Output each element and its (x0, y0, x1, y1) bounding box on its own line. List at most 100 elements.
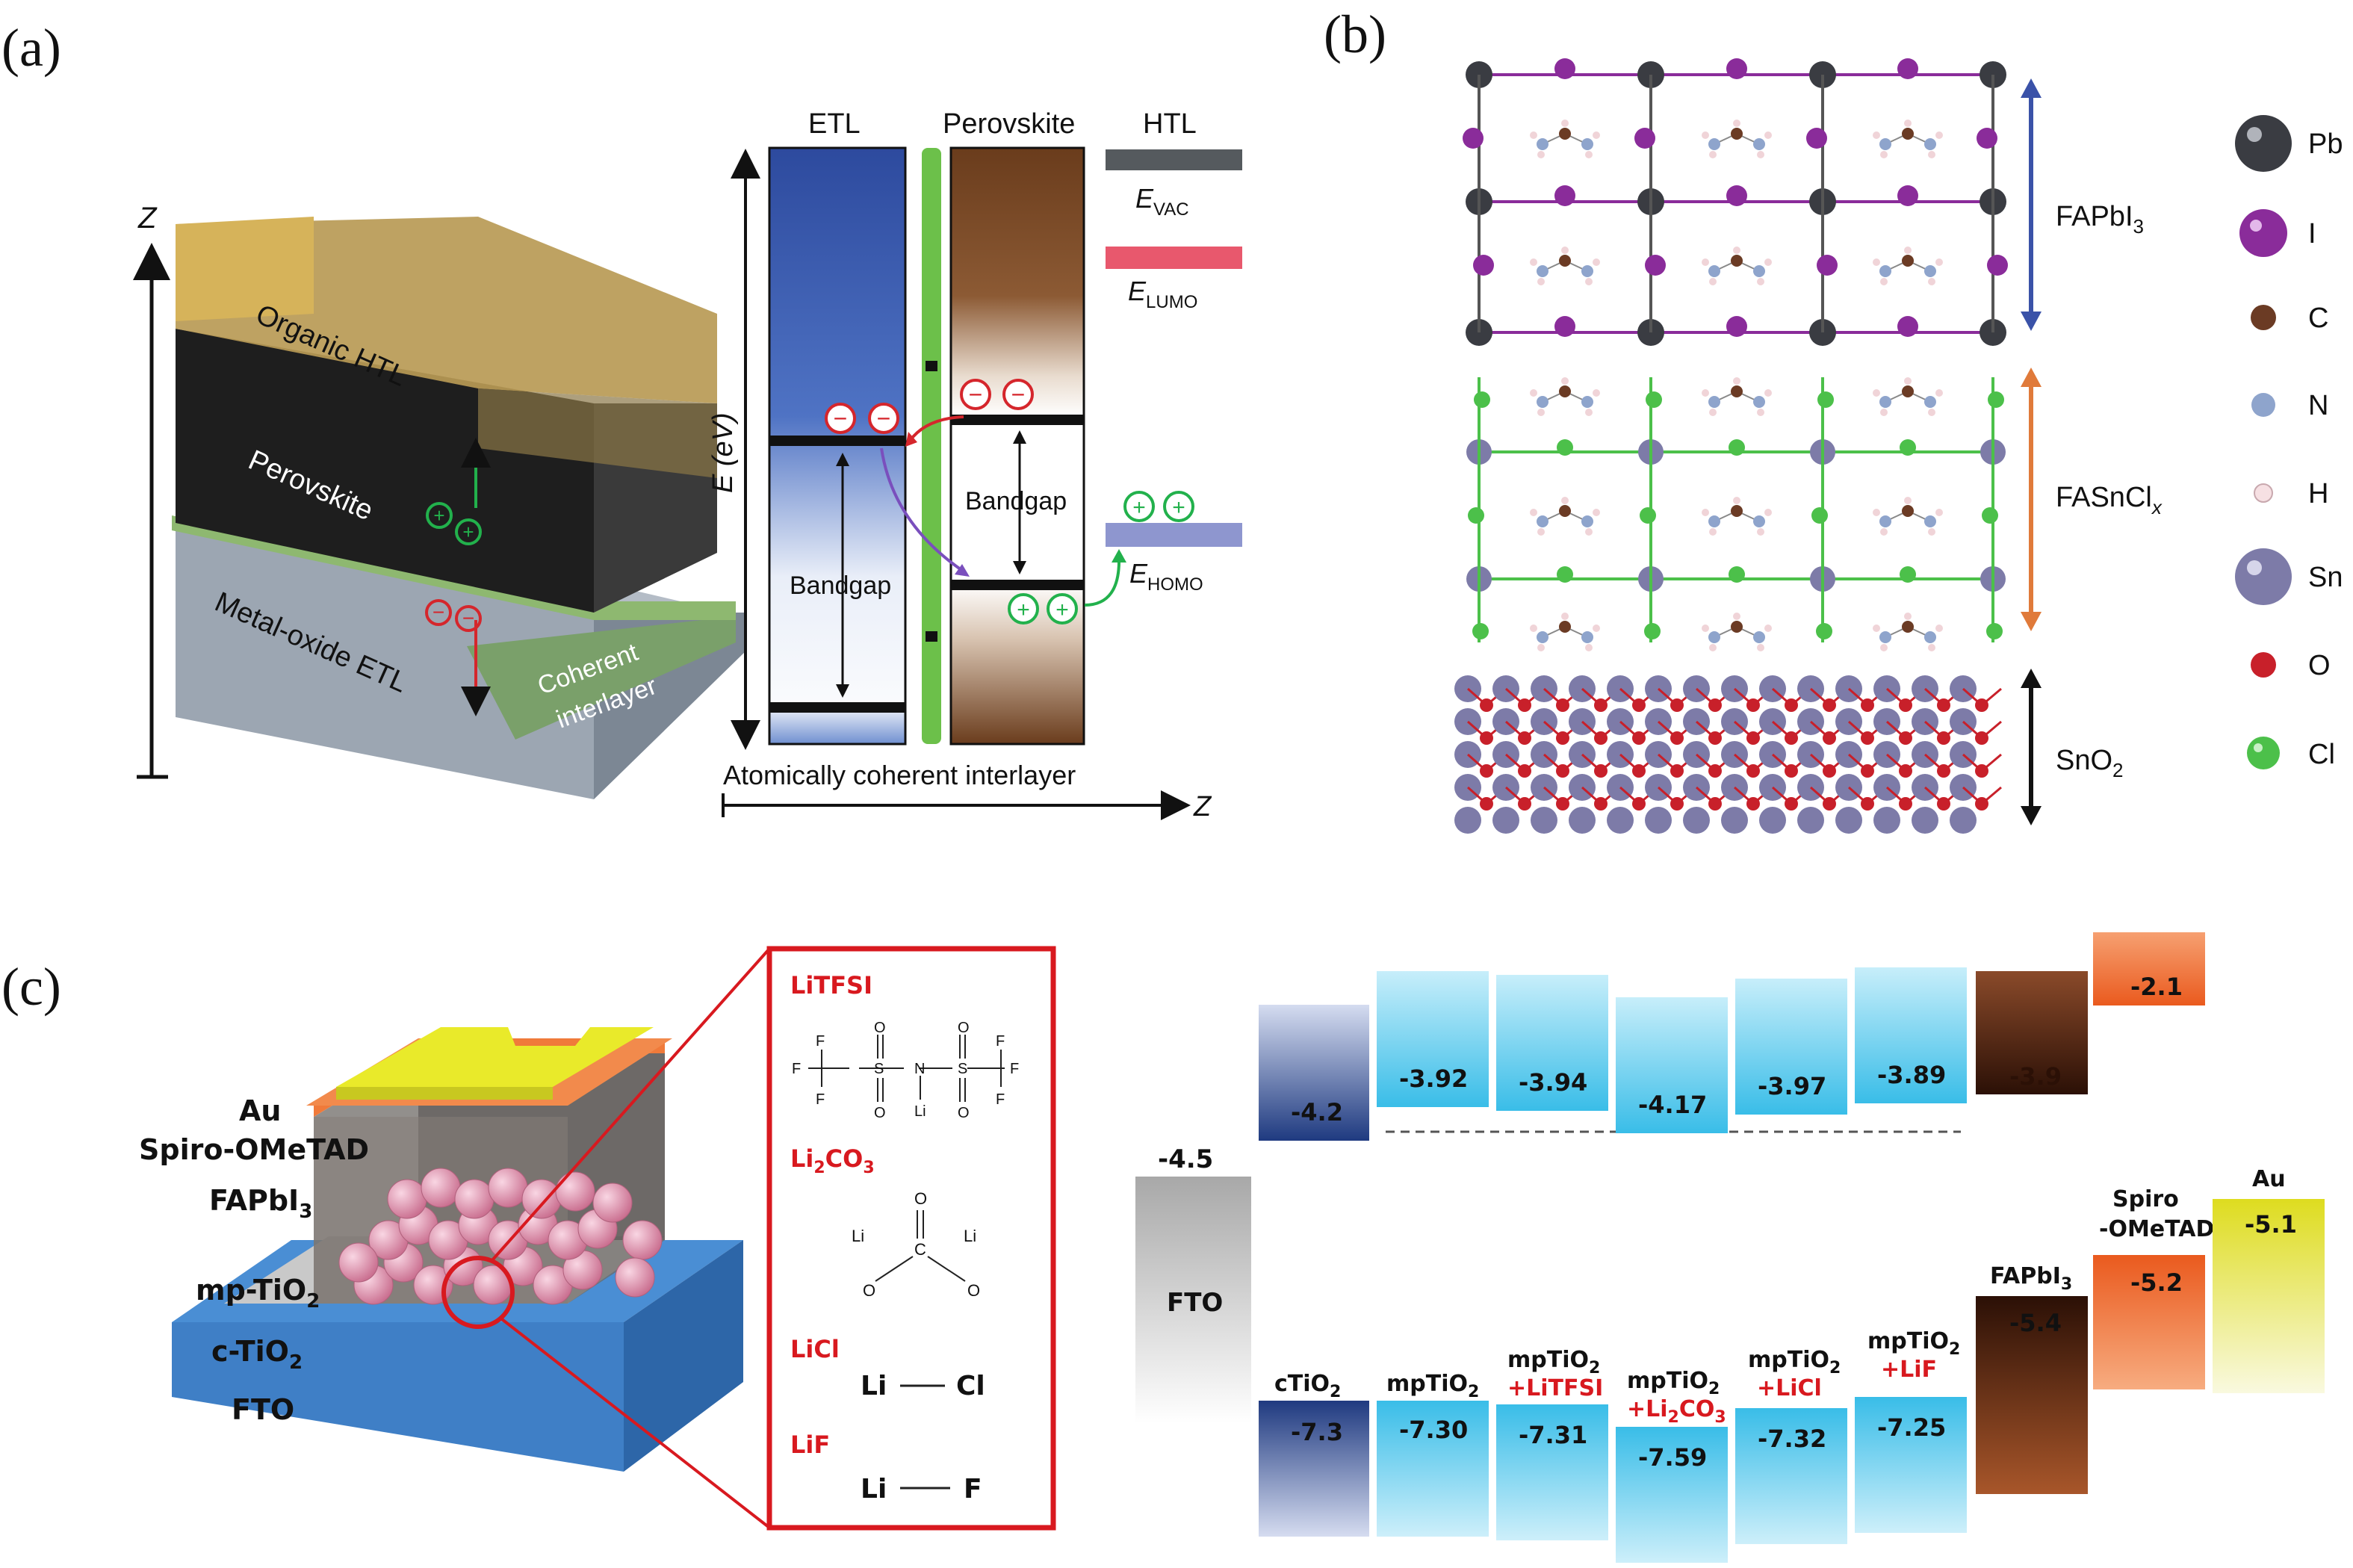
panel-label-c: (c) (1, 957, 61, 1017)
band-col-htl: HTL (1143, 108, 1197, 140)
panel-c-energy: -4.5 FTO -4.2 -7.3 cTiO2 -3.92 -7.30 mpT… (1135, 932, 2325, 1563)
band-col-perovskite: Perovskite (943, 108, 1075, 140)
legend-o: O (2308, 650, 2331, 681)
svg-text:+: + (1055, 598, 1069, 622)
ctio2-name: cTiO2 (1274, 1371, 1341, 1401)
svg-text:+: + (1017, 598, 1030, 622)
stack-z-label: Z (137, 202, 158, 235)
device-au: Au (239, 1094, 281, 1127)
li2co3-name-2: +Li2CO3 (1627, 1396, 1726, 1427)
panel-a-stack: Z Organic HTL Perovskite Metal-oxide ETL… (133, 202, 747, 799)
lif-lumo: -3.89 (1877, 1061, 1946, 1089)
licl-name-2: +LiCl (1757, 1375, 1822, 1401)
au-name: Au (2252, 1166, 2286, 1192)
svg-text:F: F (1010, 1061, 1019, 1077)
svg-text:O: O (967, 1281, 980, 1300)
legend-n: N (2308, 390, 2328, 421)
band-col-etl: ETL (808, 108, 861, 140)
svg-text:C: C (914, 1240, 926, 1259)
mp-lumo: -3.92 (1399, 1065, 1468, 1093)
svg-text:Li: Li (964, 1227, 976, 1245)
tfsi-structure: F F F S O O N Li S O O F F F (792, 1020, 1019, 1121)
svg-text:Li: Li (914, 1103, 926, 1120)
legend-c: C (2308, 303, 2328, 334)
panel-c-chem: LiTFSI F F F S O O N Li S O (766, 946, 1056, 1531)
legend-evac: EVAC (1135, 183, 1189, 220)
panel-label-a: (a) (1, 18, 61, 78)
device-fto: FTO (232, 1393, 294, 1426)
li2co3-homo: -7.59 (1638, 1443, 1707, 1472)
li2co3-name-1: mpTiO2 (1627, 1368, 1720, 1398)
mp-homo: -7.30 (1399, 1416, 1468, 1444)
svg-text:F: F (816, 1091, 825, 1108)
spiro-homo: -5.2 (2130, 1268, 2183, 1297)
svg-text:O: O (914, 1189, 927, 1208)
region-fasnclx: FASnClx (2056, 482, 2163, 518)
svg-text:−: − (433, 601, 444, 624)
spiro-name-1: Spiro (2112, 1186, 2179, 1212)
region-fapbi3: FAPbI3 (2056, 201, 2144, 238)
panel-label-b: (b) (1324, 4, 1386, 64)
svg-text:F: F (996, 1033, 1005, 1050)
x-axis-label: Atomically coherent interlayer (723, 760, 1076, 790)
spiro-name-2: -OMeTAD (2099, 1216, 2214, 1242)
licl-li: Li (861, 1371, 887, 1401)
fapbi3-lumo: -3.9 (2009, 1062, 2062, 1091)
svg-text:−: − (969, 381, 983, 408)
energy-axis-label: E (eV) (707, 412, 739, 493)
legend-elumo: ELUMO (1128, 276, 1197, 312)
licl-homo: -7.32 (1758, 1425, 1826, 1453)
mp-name: mpTiO2 (1386, 1371, 1479, 1401)
svg-text:−: − (1011, 381, 1026, 408)
fapbi3-homo: -5.4 (2009, 1309, 2062, 1337)
svg-text:F: F (996, 1091, 1005, 1108)
lif-homo: -7.25 (1877, 1413, 1946, 1442)
litfsi-homo: -7.31 (1519, 1421, 1587, 1449)
litfsi-name-1: mpTiO2 (1507, 1347, 1600, 1378)
au-level: -5.1 (2245, 1210, 2297, 1239)
device-mp-tio2: mp-TiO2 (196, 1274, 320, 1313)
svg-text:O: O (958, 1020, 970, 1036)
svg-text:N: N (914, 1061, 925, 1077)
fapbi3-name: FAPbI3 (1990, 1263, 2072, 1294)
lif-name-2: +LiF (1881, 1357, 1937, 1383)
panel-c-device: Au Spiro-OMeTAD FAPbI3 mp-TiO2 c-TiO2 FT… (139, 947, 771, 1529)
ctio2-homo: -7.3 (1291, 1418, 1343, 1446)
device-fapbi3: FAPbI3 (209, 1184, 312, 1223)
panel-a-band: ETL Perovskite HTL E (eV) EVAC ELUMO EHO… (707, 108, 1242, 822)
svg-text:F: F (816, 1033, 825, 1050)
svg-text:O: O (874, 1105, 886, 1121)
li2co3-lumo: -4.17 (1638, 1091, 1707, 1119)
chem-licl: LiCl (790, 1335, 840, 1363)
licl-lumo: -3.97 (1758, 1072, 1826, 1100)
legend-pb: Pb (2308, 128, 2343, 160)
svg-text:S: S (958, 1061, 967, 1077)
svg-text:O: O (863, 1281, 875, 1300)
svg-text:+: + (462, 521, 474, 543)
carbonate-structure: O C O O Li Li (852, 1189, 980, 1300)
svg-text:+: + (1172, 495, 1185, 520)
bandgap-perovskite: Bandgap (965, 487, 1067, 515)
fto-name: FTO (1167, 1288, 1223, 1318)
device-c-tio2: c-TiO2 (211, 1335, 303, 1374)
lif-li: Li (861, 1474, 887, 1505)
mp-tio2-spheres (338, 1168, 663, 1305)
legend-h: H (2308, 478, 2328, 509)
svg-text:O: O (958, 1105, 970, 1121)
chem-lif: LiF (790, 1431, 830, 1459)
chem-litfsi: LiTFSI (790, 971, 872, 1000)
lif-name-1: mpTiO2 (1867, 1328, 1960, 1359)
svg-text:F: F (792, 1061, 801, 1077)
spiro-lumo: -2.1 (2130, 973, 2183, 1001)
svg-text:−: − (462, 607, 474, 630)
legend-i: I (2308, 218, 2316, 250)
litfsi-lumo: -3.94 (1519, 1068, 1587, 1097)
licl-name-1: mpTiO2 (1748, 1347, 1841, 1378)
svg-text:−: − (834, 405, 848, 432)
atom-legend: Pb I C N H Sn O Cl (2235, 115, 2343, 770)
svg-text:+: + (433, 504, 444, 527)
svg-text:+: + (1132, 495, 1146, 520)
legend-cl: Cl (2308, 739, 2335, 770)
fto-bar (1135, 1177, 1251, 1423)
svg-text:S: S (874, 1061, 884, 1077)
